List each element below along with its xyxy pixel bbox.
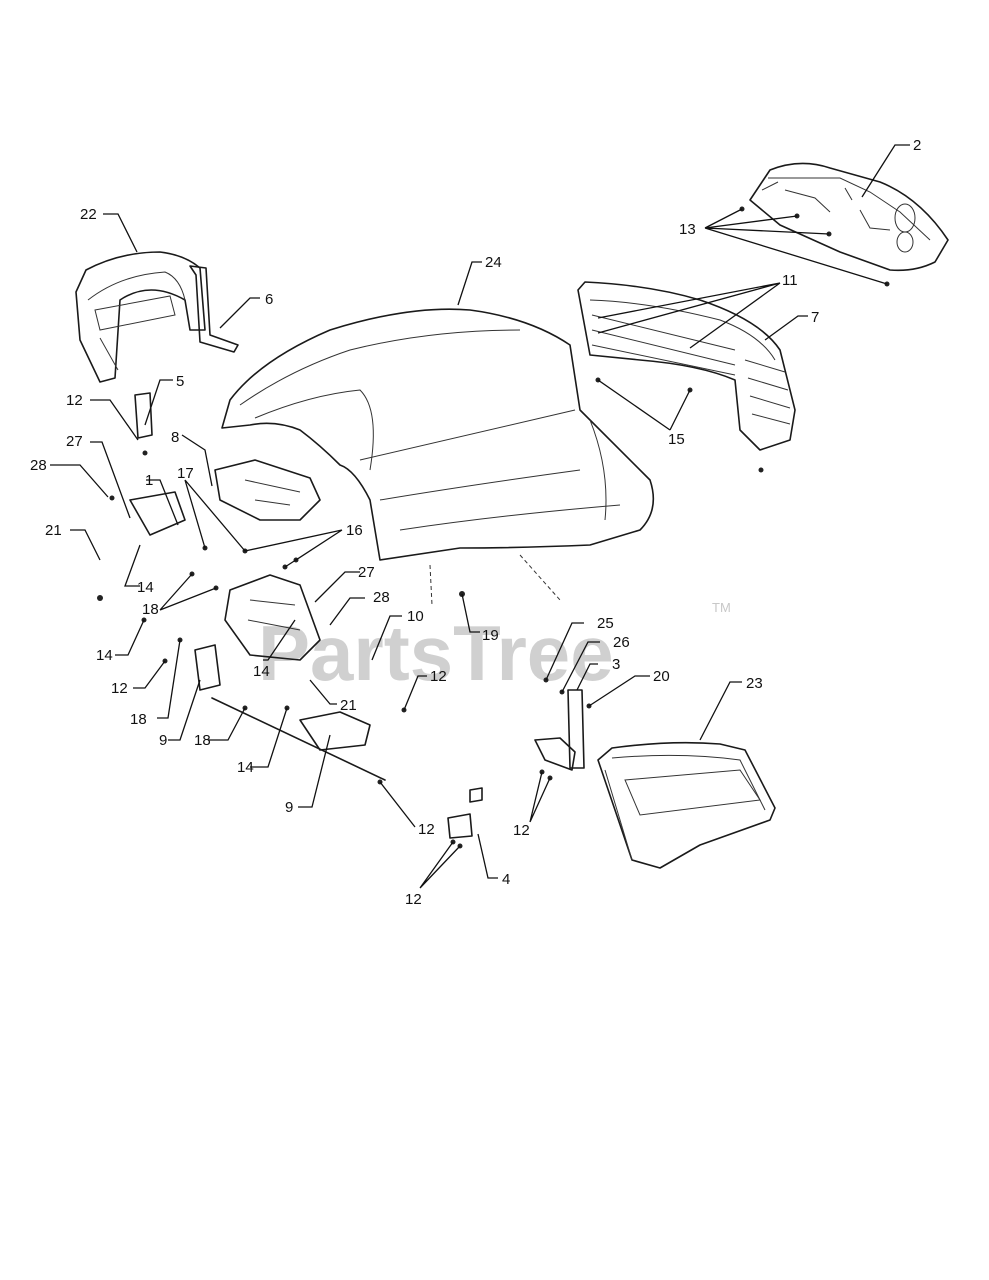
watermark-text: PartsTree bbox=[258, 609, 614, 697]
callout-3: 3 bbox=[612, 656, 620, 673]
callout-12-left: 12 bbox=[111, 680, 128, 697]
callout-14-lower: 14 bbox=[237, 759, 254, 776]
callout-14-upper: 14 bbox=[137, 579, 154, 596]
callout-12-center: 12 bbox=[430, 668, 447, 685]
callout-25: 25 bbox=[597, 615, 614, 632]
callout-24: 24 bbox=[485, 254, 502, 271]
callout-12-lower-center: 12 bbox=[418, 821, 435, 838]
watermark-trademark: TM bbox=[712, 600, 731, 615]
callout-12-bottom: 12 bbox=[405, 891, 422, 908]
callout-15: 15 bbox=[668, 431, 685, 448]
callout-27-left: 27 bbox=[66, 433, 83, 450]
part-left-side-panel bbox=[75, 251, 206, 383]
callout-12-upper-left: 12 bbox=[66, 392, 83, 409]
hardware-fasteners bbox=[97, 206, 890, 849]
callout-23: 23 bbox=[746, 675, 763, 692]
callout-14-left: 14 bbox=[96, 647, 113, 664]
callout-5: 5 bbox=[176, 373, 184, 390]
callout-2: 2 bbox=[913, 137, 921, 154]
part-right-side-panel bbox=[597, 741, 776, 869]
callout-9-left: 9 bbox=[159, 732, 167, 749]
callout-19: 19 bbox=[482, 627, 499, 644]
part-rod bbox=[211, 697, 386, 781]
callout-4: 4 bbox=[502, 871, 510, 888]
part-front-grille bbox=[577, 281, 796, 451]
callout-28-center: 28 bbox=[373, 589, 390, 606]
part-dash-frame bbox=[129, 392, 585, 839]
leader-lines bbox=[50, 144, 910, 889]
callout-18-left: 18 bbox=[130, 711, 147, 728]
callout-21-left: 21 bbox=[45, 522, 62, 539]
callout-21-center: 21 bbox=[340, 697, 357, 714]
callout-9-center: 9 bbox=[285, 799, 293, 816]
callout-18-lower: 18 bbox=[194, 732, 211, 749]
callout-17: 17 bbox=[177, 465, 194, 482]
part-hood bbox=[221, 308, 655, 606]
callout-28-left: 28 bbox=[30, 457, 47, 474]
callout-12-lower-right: 12 bbox=[513, 822, 530, 839]
callout-22: 22 bbox=[80, 206, 97, 223]
part-bracket-6 bbox=[189, 265, 239, 353]
part-dash-panel bbox=[749, 162, 949, 272]
callout-18-upper: 18 bbox=[142, 601, 159, 618]
callout-8: 8 bbox=[171, 429, 179, 446]
callout-13: 13 bbox=[679, 221, 696, 238]
callout-20: 20 bbox=[653, 668, 670, 685]
callout-labels: 2 13 22 6 24 11 7 5 12 8 27 15 28 1 17 1… bbox=[30, 137, 921, 908]
callout-16: 16 bbox=[346, 522, 363, 539]
callout-6: 6 bbox=[265, 291, 273, 308]
callout-26: 26 bbox=[613, 634, 630, 651]
callout-1: 1 bbox=[145, 472, 153, 489]
callout-10: 10 bbox=[407, 608, 424, 625]
callout-11: 11 bbox=[782, 272, 798, 289]
callout-27-center: 27 bbox=[358, 564, 375, 581]
callout-7: 7 bbox=[811, 309, 819, 326]
callout-14-center: 14 bbox=[253, 663, 270, 680]
